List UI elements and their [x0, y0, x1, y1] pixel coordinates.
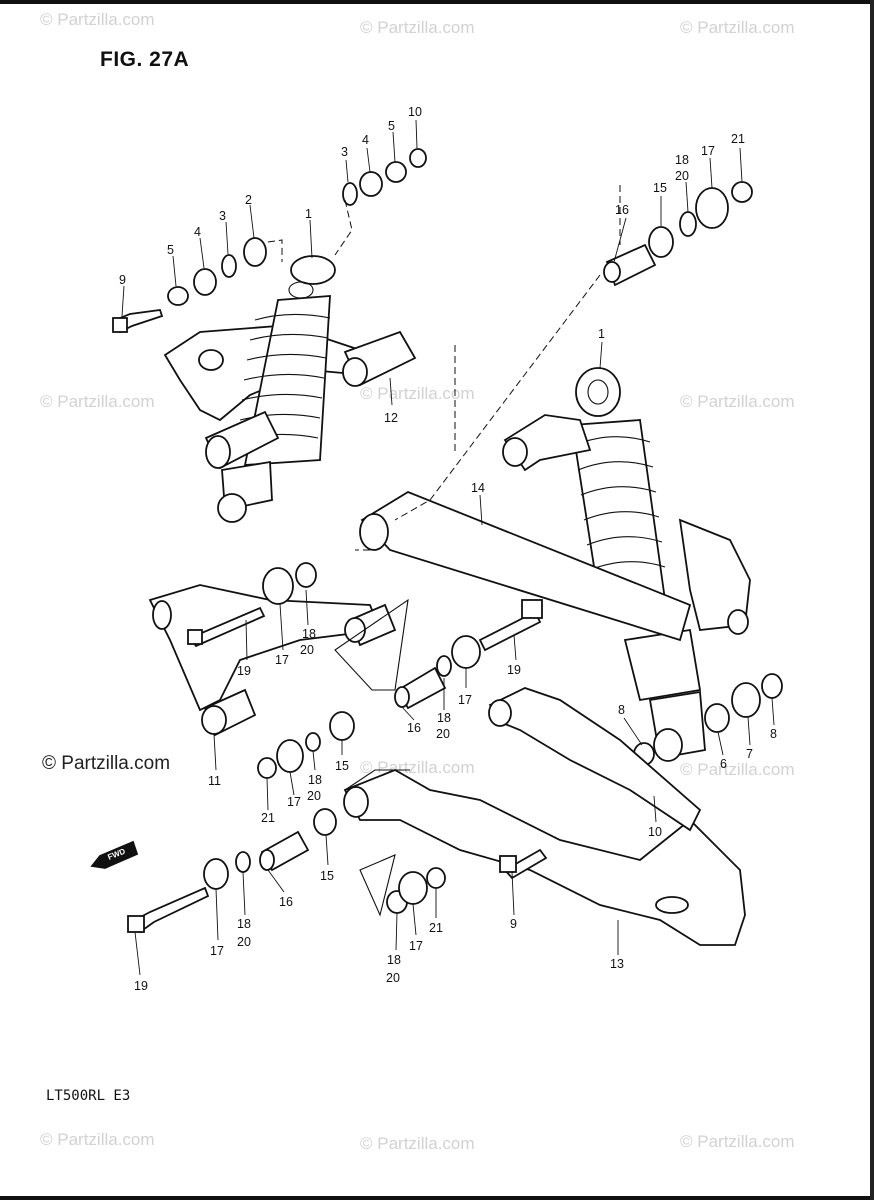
callout-label: 16 — [407, 721, 421, 735]
watermark: © Partzilla.com — [40, 1130, 155, 1149]
model-code: LT500RL E3 — [46, 1088, 131, 1104]
callouts: 1 2 3 3 4 4 5 5 9 10 12 16 15 18 20 17 2… — [119, 105, 777, 993]
callout-label: 16 — [279, 895, 293, 909]
callout-label: 9 — [510, 917, 517, 931]
watermark: © Partzilla.com — [360, 384, 475, 403]
callout-label: 21 — [731, 132, 745, 146]
callout-label: 17 — [409, 939, 423, 953]
callout-label: 20 — [237, 935, 251, 949]
callout-label: 3 — [219, 209, 226, 223]
callout-label: 19 — [134, 979, 148, 993]
callout-label: 17 — [458, 693, 472, 707]
callout-label: 19 — [237, 664, 251, 678]
callout-label: 2 — [245, 193, 252, 207]
callout-label: 12 — [384, 411, 398, 425]
callout-label: 6 — [720, 757, 727, 771]
callout-label: 7 — [746, 747, 753, 761]
left-shock-absorber — [204, 255, 336, 523]
assembly-line — [359, 854, 396, 917]
callout-label: 17 — [210, 944, 224, 958]
watermark: © Partzilla.com — [40, 392, 155, 411]
callout-label: 3 — [341, 145, 348, 159]
partzilla-credit: © Partzilla.com — [42, 753, 171, 774]
callout-label: 1 — [598, 327, 605, 341]
top-border — [0, 0, 874, 4]
callout-label: 18 — [387, 953, 401, 967]
callout-label: 18 — [437, 711, 451, 725]
callout-label: 16 — [615, 203, 629, 217]
assembly-line — [267, 239, 283, 262]
bottom-border — [0, 1196, 874, 1200]
callout-label: 20 — [307, 789, 321, 803]
assembly-line — [344, 769, 410, 791]
left-lower-bushing-stack — [127, 732, 337, 934]
leader-lines — [121, 119, 775, 976]
callout-label: 15 — [653, 181, 667, 195]
callout-label: 4 — [194, 225, 201, 239]
assembly-line — [394, 274, 601, 521]
right-upper-arm — [502, 414, 751, 635]
watermark: © Partzilla.com — [680, 18, 795, 37]
callout-label: 20 — [436, 727, 450, 741]
callout-label: 17 — [275, 653, 289, 667]
callout-label: 18 — [308, 773, 322, 787]
callout-label: 18 — [302, 627, 316, 641]
callout-label: 5 — [388, 119, 395, 133]
callout-label: 9 — [119, 273, 126, 287]
callout-label: 8 — [770, 727, 777, 741]
callout-label: 1 — [305, 207, 312, 221]
callout-label: 17 — [287, 795, 301, 809]
callout-label: 21 — [429, 921, 443, 935]
forward-arrow: FWD — [90, 840, 139, 869]
callout-label: 20 — [386, 971, 400, 985]
assembly-line — [334, 598, 409, 691]
watermark: © Partzilla.com — [680, 392, 795, 411]
callout-label: 10 — [648, 825, 662, 839]
figure-title: FIG. 27A — [100, 48, 190, 71]
callout-label: 8 — [618, 703, 625, 717]
callout-label: 13 — [610, 957, 624, 971]
watermark: © Partzilla.com — [360, 18, 475, 37]
watermark: © Partzilla.com — [680, 760, 795, 779]
lower-a-arm — [343, 687, 746, 946]
callout-label: 14 — [471, 481, 485, 495]
callout-label: 11 — [208, 774, 221, 788]
callout-label: 20 — [300, 643, 314, 657]
callout-label: 20 — [675, 169, 689, 183]
right-border — [870, 0, 874, 1200]
right-upper-bushing-stack — [603, 181, 753, 287]
center-bushing-stack — [329, 599, 543, 741]
assembly-line — [334, 199, 353, 256]
upper-cross-tube — [359, 490, 692, 642]
callout-label: 18 — [237, 917, 251, 931]
callout-label: 18 — [675, 153, 689, 167]
right-shock-absorber — [570, 367, 706, 762]
watermark: © Partzilla.com — [680, 1132, 795, 1151]
callout-label: 21 — [261, 811, 275, 825]
watermark: © Partzilla.com — [360, 1134, 475, 1153]
callout-label: 19 — [507, 663, 521, 677]
callout-label: 17 — [701, 144, 715, 158]
callout-label: 5 — [167, 243, 174, 257]
left-lower-arm — [148, 562, 397, 737]
callout-label: 15 — [320, 869, 334, 883]
left-upper-bushing-stack — [112, 148, 427, 334]
callout-label: 4 — [362, 133, 369, 147]
callout-label: 10 — [408, 105, 422, 119]
watermark: © Partzilla.com — [40, 10, 155, 29]
callout-label: 15 — [335, 759, 349, 773]
